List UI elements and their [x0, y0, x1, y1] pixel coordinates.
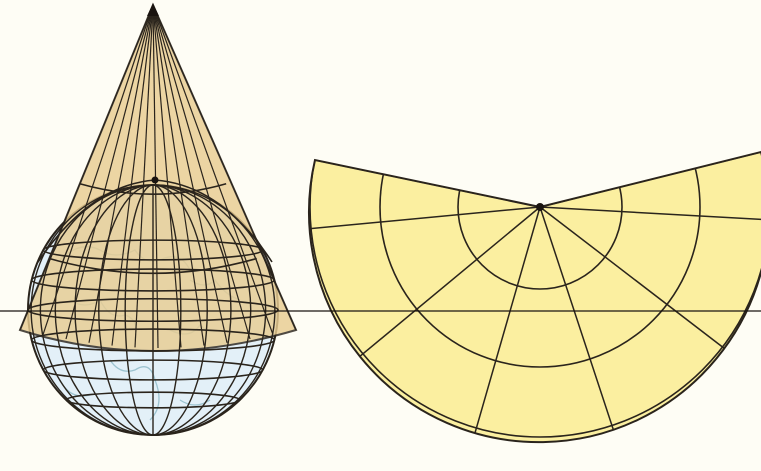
- pole-point: [152, 177, 159, 184]
- projection-apex: [536, 203, 544, 211]
